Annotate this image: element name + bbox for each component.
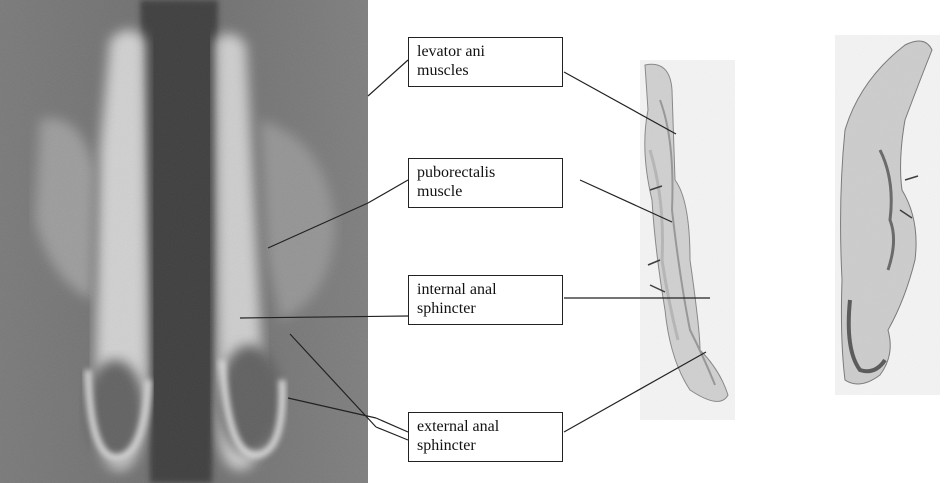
label-puborectalis-line2: muscle [417,182,556,201]
mri-image [0,0,368,483]
histology-section-right [835,35,940,395]
label-levator-ani-line1: levator ani [417,42,556,61]
label-levator-ani-line2: muscles [417,61,556,80]
label-internal-anal-sphincter: internal anal sphincter [408,275,563,325]
histology-section-left [640,60,735,420]
label-puborectalis-line1: puborectalis [417,163,556,182]
label-levator-ani: levator ani muscles [408,37,563,87]
label-internal-line1: internal anal [417,280,556,299]
label-internal-line2: sphincter [417,299,556,318]
label-external-line2: sphincter [417,436,556,455]
label-external-anal-sphincter: external anal sphincter [408,412,563,462]
label-external-line1: external anal [417,417,556,436]
label-puborectalis: puborectalis muscle [408,158,563,208]
